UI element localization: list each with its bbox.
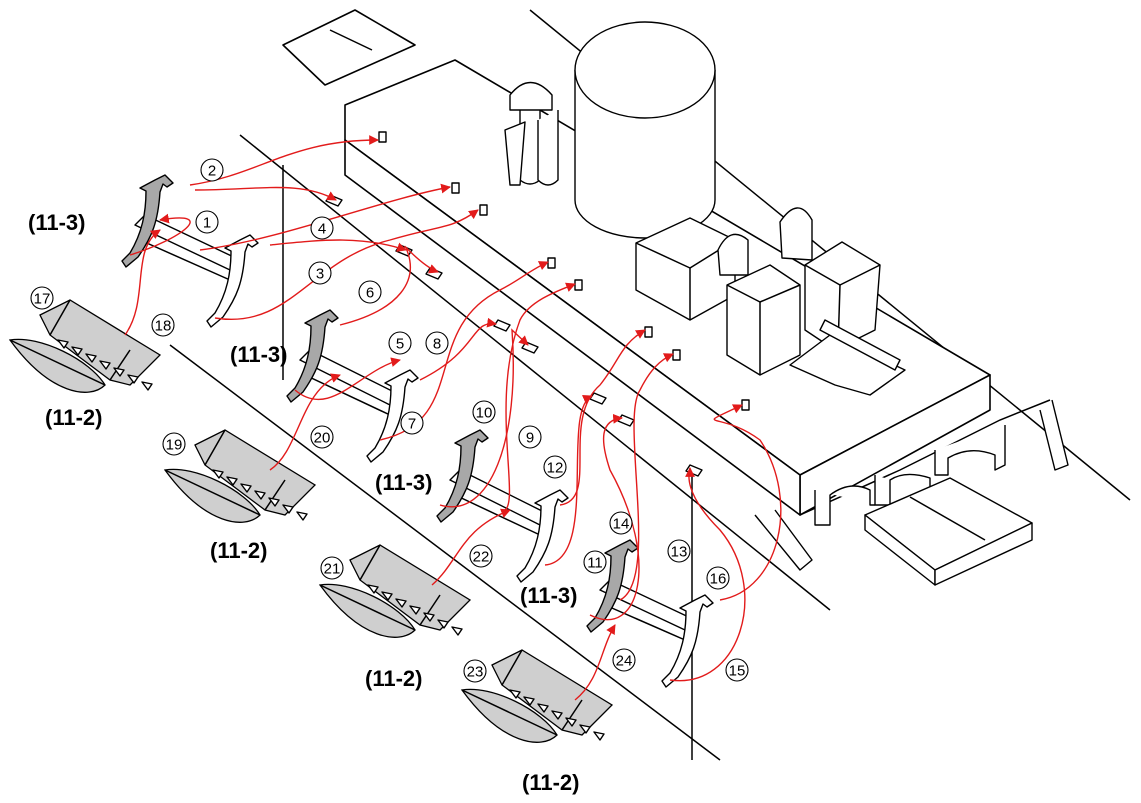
step-number-text: 12 — [547, 460, 564, 477]
step-number: 16 — [707, 567, 729, 589]
step-number: 19 — [163, 433, 185, 455]
hull-pair — [165, 430, 315, 522]
step-number-text: 8 — [433, 336, 441, 353]
ship-structure — [170, 10, 1130, 760]
step-number: 12 — [544, 456, 566, 478]
hull-pair — [10, 300, 160, 392]
upper-ramp — [283, 10, 415, 85]
step-number-text: 1 — [203, 215, 211, 232]
step-number: 17 — [31, 287, 53, 309]
step-number-text: 24 — [616, 653, 633, 670]
step-number-text: 11 — [587, 555, 603, 572]
step-number: 2 — [201, 159, 223, 181]
step-number-text: 14 — [613, 516, 630, 533]
hull-pair — [462, 650, 612, 742]
step-number: 5 — [389, 332, 411, 354]
step-number-text: 13 — [671, 544, 688, 561]
step-number-text: 16 — [710, 571, 727, 588]
hull-pair-label: (11-2) — [210, 538, 267, 563]
arm-pair-label: (11-3) — [230, 342, 287, 367]
step-number: 6 — [359, 281, 381, 303]
cylindrical-tank — [575, 22, 715, 238]
step-number-text: 3 — [316, 266, 324, 283]
arm-pair-label: (11-3) — [28, 210, 85, 235]
step-number-text: 10 — [476, 405, 493, 422]
hull-pair-label: (11-2) — [365, 666, 422, 691]
step-number-text: 22 — [473, 549, 490, 566]
step-number: 4 — [311, 217, 333, 239]
step-number-text: 9 — [526, 430, 534, 447]
step-number: 20 — [311, 426, 333, 448]
hull-pair — [320, 545, 470, 637]
step-number: 10 — [473, 401, 495, 423]
vent-stacks — [505, 83, 558, 186]
step-number: 8 — [426, 332, 448, 354]
hull-pair-label: (11-2) — [522, 770, 579, 795]
step-number: 22 — [470, 545, 492, 567]
arm-pair-label: (11-3) — [520, 583, 577, 608]
step-number-text: 5 — [396, 336, 404, 353]
step-number-text: 6 — [366, 285, 374, 302]
step-number: 11 — [584, 551, 606, 573]
step-number-text: 4 — [318, 221, 326, 238]
step-number: 13 — [668, 540, 690, 562]
step-number-text: 2 — [208, 163, 216, 180]
step-number: 15 — [726, 659, 748, 681]
step-number-text: 20 — [314, 430, 331, 447]
step-number: 18 — [152, 314, 174, 336]
deckhouse-2 — [727, 265, 800, 375]
step-number-text: 19 — [166, 437, 183, 454]
arm-pair-label: (11-3) — [375, 470, 432, 495]
hull-pair-label: (11-2) — [45, 405, 102, 430]
step-number: 7 — [401, 412, 423, 434]
step-number-text: 7 — [408, 416, 416, 433]
step-number-text: 21 — [324, 561, 341, 578]
step-number: 24 — [613, 649, 635, 671]
step-number-text: 18 — [155, 318, 172, 335]
step-number-text: 15 — [729, 663, 746, 680]
step-number-text: 23 — [467, 664, 484, 681]
step-number: 14 — [610, 512, 632, 534]
step-number: 21 — [321, 557, 343, 579]
step-number: 3 — [309, 262, 331, 284]
step-number: 1 — [196, 211, 218, 233]
step-number: 23 — [464, 660, 486, 682]
step-number: 9 — [519, 426, 541, 448]
step-number-text: 17 — [34, 291, 51, 308]
